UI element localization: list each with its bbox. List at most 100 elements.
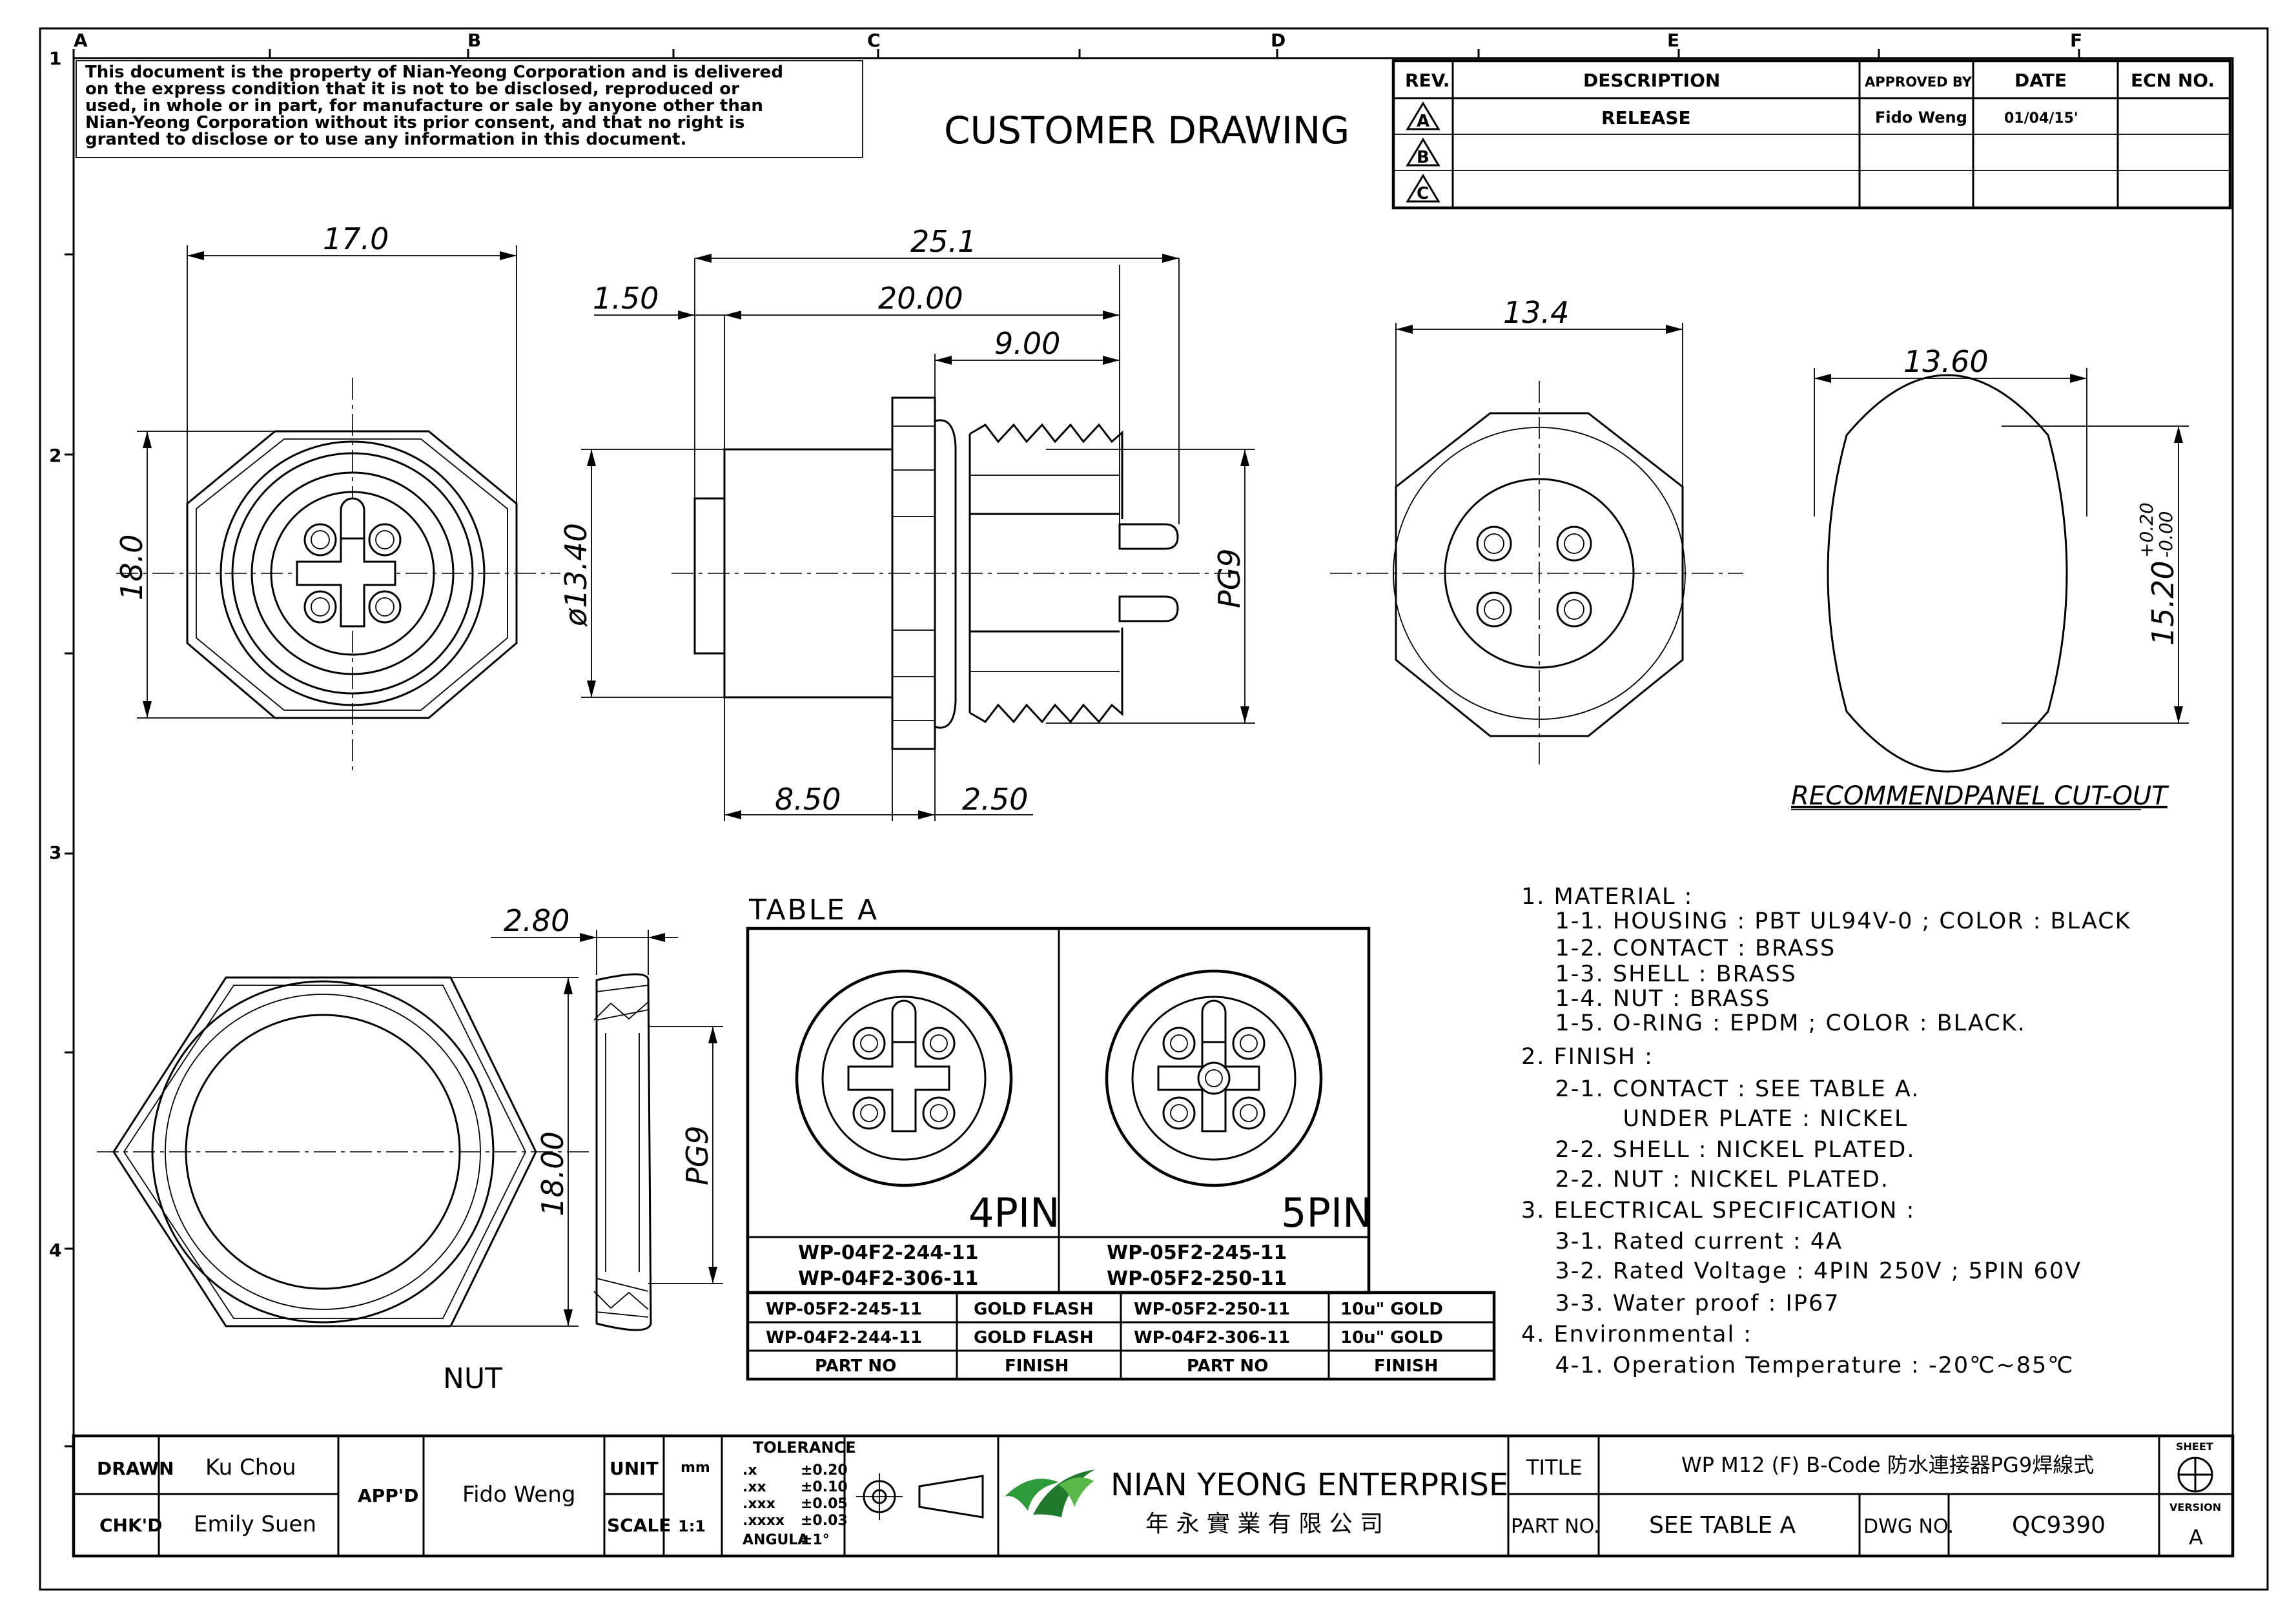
finish-cell: GOLD FLASH <box>974 1300 1094 1319</box>
note-line: 3-1. Rated current : 4A <box>1521 1229 1843 1254</box>
tolerance-value: ±0.03 <box>801 1513 848 1529</box>
notes-block: 1. MATERIAL : 1-1. HOUSING : PBT UL94V-0… <box>1521 884 2131 1378</box>
disclaimer-line: This document is the property of Nian-Ye… <box>85 63 783 82</box>
note-line: 1-1. HOUSING : PBT UL94V-0 ; COLOR : BLA… <box>1521 908 2131 934</box>
version-value: A <box>2189 1525 2203 1550</box>
rev-triangle-icon <box>1406 101 1440 130</box>
dim-side-bottom-left: 8.50 <box>775 782 841 817</box>
note-line: 2-2. NUT : NICKEL PLATED. <box>1521 1167 1889 1192</box>
table-a-title: TABLE A <box>748 894 879 926</box>
zone-x-label: D <box>1271 30 1286 51</box>
disclaimer-line: Nian-Yeong Corporation without its prior… <box>85 113 744 132</box>
dim-cutout-height: 15.20 <box>2146 560 2180 646</box>
title-value: WP M12 (F) B-Code 防水連接器PG9焊線式 <box>1681 1453 2094 1477</box>
nut-view: 2.80 18.00 PG9 NUT <box>97 903 723 1395</box>
tolerance-key: .xx <box>743 1479 766 1495</box>
tolerance-title: TOLERANCE <box>753 1438 856 1457</box>
note-line: 3-2. Rated Voltage : 4PIN 250V ; 5PIN 60… <box>1521 1258 2082 1284</box>
table-a-5pin-part: WP-05F2-250-11 <box>1107 1267 1287 1290</box>
note-line: 1-5. O-RING : EPDM ; COLOR : BLACK. <box>1521 1010 2026 1036</box>
rev-triangle-icon <box>1406 138 1440 167</box>
rev-letter: B <box>1417 148 1430 167</box>
finish-cell: GOLD FLASH <box>974 1328 1094 1347</box>
note-line: 1-4. NUT : BRASS <box>1521 986 1770 1012</box>
zone-x-label: A <box>74 30 88 51</box>
part-value: SEE TABLE A <box>1649 1512 1796 1539</box>
disclaimer-line: on the express condition that it is not … <box>85 79 739 99</box>
finish-header: FINISH <box>1005 1356 1069 1376</box>
rev-triangle-icon <box>1406 174 1440 203</box>
sheet-symbol-icon <box>2177 1457 2213 1493</box>
company-logo-icon <box>1005 1469 1095 1517</box>
finish-cell: WP-05F2-245-11 <box>766 1300 922 1319</box>
zone-x-label: E <box>1667 30 1679 51</box>
note-line: 1. MATERIAL : <box>1521 884 1693 910</box>
tolerance-value: ±0.10 <box>801 1479 848 1495</box>
table-a-4pin-part: WP-04F2-306-11 <box>798 1267 978 1290</box>
scale-value: 1:1 <box>678 1517 706 1535</box>
table-a-5pin-part: WP-05F2-245-11 <box>1107 1242 1287 1264</box>
approved-label: APP'D <box>358 1485 419 1506</box>
dim-front-width: 17.0 <box>323 221 389 256</box>
tolerance-key: ANGULA <box>743 1532 808 1548</box>
part-label: PART NO. <box>1511 1515 1600 1538</box>
zone-y-label: 4 <box>49 1240 61 1261</box>
tolerance-value: ±0.05 <box>801 1496 848 1512</box>
table-a: TABLE A 4PIN 5PIN WP-04F2-244-11 WP-04F2… <box>746 894 1496 1381</box>
unit-value: mm <box>681 1460 710 1476</box>
zone-y-label: 3 <box>49 842 61 863</box>
dim-side-overall: 25.1 <box>910 224 976 259</box>
company-name-zh: 年 永 實 業 有 限 公 司 <box>1145 1511 1383 1537</box>
note-line: UNDER PLATE : NICKEL <box>1521 1106 1909 1132</box>
finish-header: FINISH <box>1374 1356 1438 1376</box>
note-line: 4. Environmental : <box>1521 1322 1752 1347</box>
drawing-title: CUSTOMER DRAWING <box>944 108 1349 152</box>
unit-label: UNIT <box>610 1458 659 1479</box>
finish-header: PART NO <box>1187 1356 1268 1376</box>
finish-header: PART NO <box>815 1356 896 1376</box>
note-line: 3. ELECTRICAL SPECIFICATION : <box>1521 1198 1915 1223</box>
date-header: DATE <box>2014 70 2067 91</box>
zone-x-label: C <box>867 30 881 51</box>
dim-cutout-tol-minus: -0.00 <box>2155 511 2177 558</box>
rev-header: REV. <box>1405 70 1450 91</box>
rev-description: RELEASE <box>1601 107 1691 128</box>
note-line: 2-1. CONTACT : SEE TABLE A. <box>1521 1076 1920 1102</box>
dim-nut-height: 18.00 <box>535 1131 570 1216</box>
title-block: DRAWN Ku Chou CHK'D Emily Suen APP'D Fid… <box>72 1434 2235 1558</box>
finish-cell: WP-05F2-250-11 <box>1134 1300 1290 1319</box>
zone-y-label: 1 <box>49 48 61 69</box>
approved-header: APPROVED BY <box>1865 74 1973 90</box>
disclaimer-box: This document is the property of Nian-Ye… <box>76 60 863 158</box>
rev-date: 01/04/15' <box>2004 110 2078 127</box>
tolerance-value: ±0.20 <box>801 1462 848 1479</box>
dim-nut-thickness: 2.80 <box>504 903 569 938</box>
approved-by: Fido Weng <box>462 1482 575 1508</box>
note-line: 2-2. SHELL : NICKEL PLATED. <box>1521 1137 1915 1163</box>
note-line: 1-2. CONTACT : BRASS <box>1521 936 1836 961</box>
table-a-5pin-label: 5PIN <box>1281 1189 1373 1236</box>
dim-rear-width: 13.4 <box>1503 295 1569 330</box>
dim-side-pg9: PG9 <box>1212 548 1247 608</box>
checked-label: CHK'D <box>99 1515 163 1536</box>
ecn-header: ECN NO. <box>2131 70 2215 91</box>
dim-side-body: 20.00 <box>878 281 963 316</box>
rev-letter: C <box>1417 184 1429 203</box>
checked-by: Emily Suen <box>194 1511 316 1537</box>
note-line: 1-3. SHELL : BRASS <box>1521 961 1797 987</box>
finish-cell: 10u" GOLD <box>1340 1328 1443 1347</box>
table-a-4pin-face <box>795 969 1013 1187</box>
title-label: TITLE <box>1526 1455 1583 1480</box>
sheet-label: SHEET <box>2176 1440 2213 1453</box>
projection-symbol-icon <box>856 1473 984 1520</box>
dim-cutout-width: 13.60 <box>1903 344 1989 379</box>
finish-cell: WP-04F2-306-11 <box>1134 1328 1290 1347</box>
cutout-caption: RECOMMENDPANEL CUT-OUT <box>1791 781 2169 811</box>
tolerance-key: .x <box>743 1462 757 1479</box>
dwg-value: QC9390 <box>2012 1512 2106 1539</box>
drawn-label: DRAWN <box>97 1458 174 1479</box>
table-a-5pin-face <box>1105 969 1323 1187</box>
side-view: 25.1 20.00 1.50 9.00 ø13.40 PG9 8.50 2.5… <box>559 224 1255 821</box>
zone-x-label: B <box>467 30 481 51</box>
